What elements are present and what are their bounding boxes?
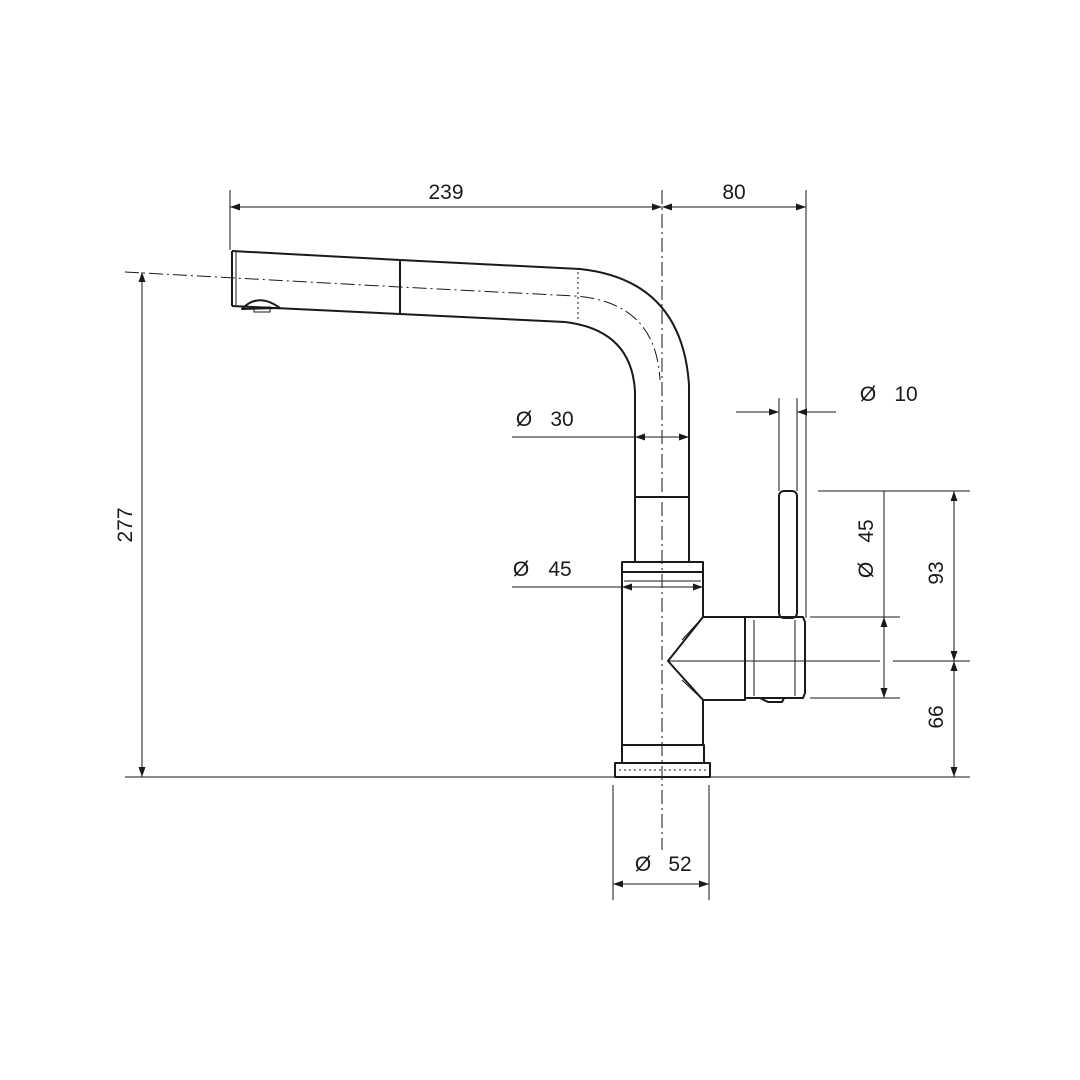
aerator (241, 299, 281, 310)
diameter-symbol: Ø (860, 383, 876, 406)
aerator-outlet (253, 306, 271, 313)
dim-spout-diameter: 30 (550, 408, 573, 431)
handle-cone (667, 616, 746, 701)
body (621, 572, 704, 745)
dim-lever-diameter: 10 (894, 383, 917, 406)
dim-base-diameter: 52 (668, 853, 691, 876)
dim-total-height: 277 (114, 507, 137, 542)
diameter-symbol: Ø (516, 408, 532, 431)
diameter-symbol: Ø (513, 558, 529, 581)
base-ring (621, 744, 705, 764)
diameter-symbol: Ø (635, 853, 651, 876)
handle-joint (753, 620, 796, 696)
dim-lever-offset: 80 (722, 181, 745, 204)
dim-body-diameter: 45 (548, 558, 571, 581)
center-lines (124, 190, 970, 850)
spout-lower-edge (231, 305, 636, 562)
faucet-outline (231, 250, 806, 778)
handle-cone-inner (681, 616, 704, 701)
dimension-labels: 239 80 277 Ø 30 Ø 45 Ø 10 Ø 45 93 66 Ø 5… (114, 181, 948, 876)
extension-lines (125, 190, 970, 900)
dim-handle-diameter: 45 (855, 519, 878, 542)
diameter-symbol: Ø (855, 562, 878, 578)
dimension-lines (138, 203, 958, 888)
spout-upper-edge (231, 250, 690, 562)
dim-handle-axis-height: 66 (925, 705, 948, 728)
dim-lever-height: 93 (925, 561, 948, 584)
dim-spout-reach: 239 (428, 181, 463, 204)
spout-axis (124, 271, 661, 381)
handle-notch (759, 697, 785, 703)
lever (778, 490, 798, 619)
